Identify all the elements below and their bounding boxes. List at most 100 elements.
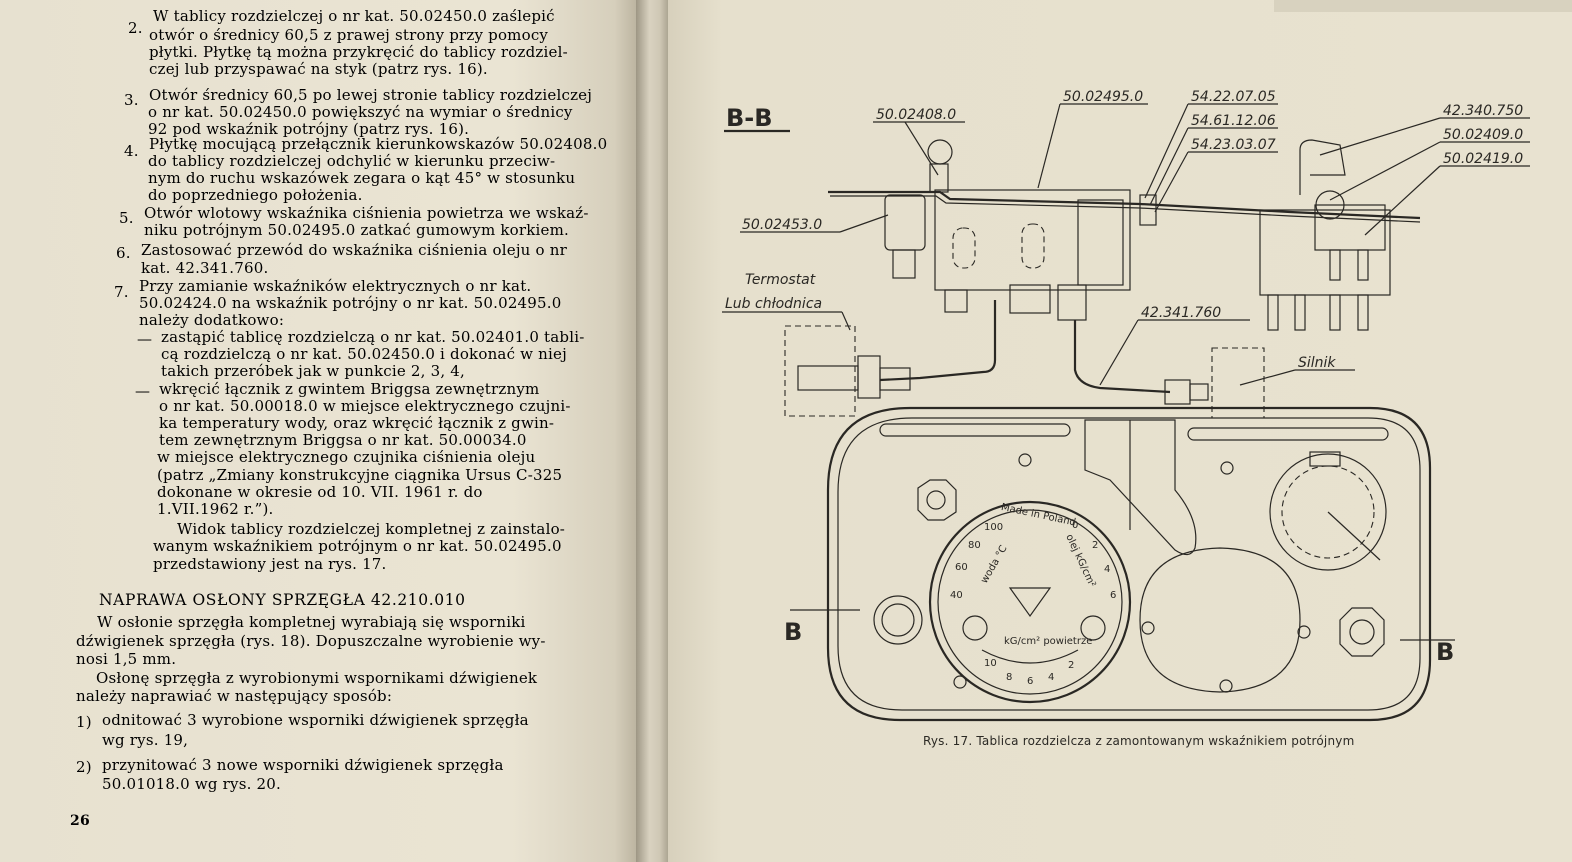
triple-gauge [928, 500, 1132, 704]
panel-front-view: Made in Poland 40 60 80 100 woda °C 0 2 … [790, 406, 1455, 722]
air-scale-arc [981, 649, 1079, 664]
left-page [0, 0, 640, 862]
section-marker-right: B [1436, 638, 1454, 666]
part-label: 54.22.07.05 [1191, 89, 1276, 105]
air-scale-2: 2 [1068, 660, 1074, 671]
step-number: 1) [76, 713, 92, 731]
paragraph-line: Przy zamianie wskaźników elektrycznych o… [139, 277, 532, 295]
ignition-nut [1339, 607, 1385, 657]
page-edge [1274, 0, 1572, 12]
water-scale-40: 40 [950, 590, 963, 601]
paragraph-line: przedstawiony jest na rys. 17. [153, 555, 387, 573]
light-switch [873, 595, 923, 645]
paragraph-line: odnitować 3 wyrobione wsporniki dźwigien… [102, 711, 529, 729]
ignition-hole [1349, 619, 1375, 645]
sensor-connector [879, 367, 911, 391]
paragraph-line: Zastosować przewód do wskaźnika ciśnieni… [141, 241, 567, 259]
ammeter-inner [1281, 465, 1375, 559]
paragraph-line: Płytkę mocującą przełącznik kierunkowska… [149, 135, 608, 153]
part-label: 54.61.12.06 [1191, 113, 1276, 129]
air-scale-4: 4 [1048, 672, 1054, 683]
oil-scale-6: 6 [1110, 590, 1116, 601]
panel-slot [879, 423, 1071, 437]
list-number: 5. [119, 209, 134, 227]
air-scale-10: 10 [984, 658, 997, 669]
fitting [1057, 284, 1087, 321]
sensor-nut [857, 355, 881, 399]
paragraph-line: takich przeróbek jak w punkcie 2, 3, 4, [161, 362, 465, 380]
paragraph-line: należy naprawiać w następujący sposób: [76, 687, 393, 705]
section-label: B-B [726, 104, 773, 132]
leader-lines [722, 103, 1530, 386]
paragraph-line: zastąpić tablicę rozdzielczą o nr kat. 5… [161, 328, 585, 346]
paragraph-line: W osłonie sprzęgła kompletnej wyrabiają … [97, 613, 526, 631]
paragraph-line: do tablicy rozdzielczej odchylić w kieru… [148, 152, 556, 170]
panel-plate-inner [830, 195, 1421, 223]
lamp-socket [892, 249, 916, 279]
paragraph-line: przynitować 3 nowe wsporniki dźwigienek … [102, 756, 504, 774]
paragraph-line: dźwigienek sprzęgła (rys. 18). Dopuszcza… [76, 632, 546, 650]
paragraph-line: Otwór wlotowy wskaźnika ciśnienia powiet… [144, 204, 589, 222]
paragraph-line: czej lub przyspawać na styk (patrz rys. … [149, 60, 488, 78]
light-switch-inner [881, 603, 915, 637]
list-number: 6. [116, 244, 131, 262]
lamp-lens [926, 490, 946, 510]
part-label: 50.02419.0 [1443, 151, 1523, 167]
sensor-body [797, 365, 859, 391]
termostat-box [784, 325, 856, 417]
gauge-rear [1077, 199, 1124, 286]
indicator-lamp [884, 194, 926, 251]
engine-fitting [1189, 383, 1209, 401]
water-scale-100: 100 [984, 522, 1003, 533]
lamp-hex [917, 479, 957, 521]
paragraph-line: o nr kat. 50.00018.0 w miejsce elektrycz… [159, 397, 571, 415]
page-number: 26 [70, 813, 90, 829]
gauge-knob [962, 615, 988, 641]
paragraph-line: dokonane w okresie od 10. VII. 1961 r. d… [157, 483, 483, 501]
paragraph-line: 1.VII.1962 r.”). [157, 500, 274, 518]
step-number: 2) [76, 758, 92, 776]
paragraph-line: o nr kat. 50.02450.0 powiększyć na wymia… [148, 103, 573, 121]
paragraph-line: W tablicy rozdzielczej o nr kat. 50.0245… [153, 7, 555, 25]
ammeter-needle [1327, 511, 1381, 561]
paragraph-line: Widok tablicy rozdzielczej kompletnej z … [177, 520, 566, 538]
part-label: 50.02495.0 [1063, 89, 1143, 105]
engine-box [1211, 347, 1265, 419]
gauge-made-in: Made in Poland [1000, 502, 1077, 529]
paragraph-line: niku potrójnym 50.02495.0 zatkać gumowym… [144, 221, 570, 239]
dash-mark: — [135, 382, 151, 400]
part-label: 42.340.750 [1443, 103, 1523, 119]
switch-knob [927, 139, 953, 165]
paragraph-line: 50.02424.0 na wskaźnik potrójny o nr kat… [139, 294, 562, 312]
paragraph-line: do poprzedniego położenia. [148, 186, 363, 204]
bulb-outline [952, 227, 976, 269]
part-label: 50.02408.0 [876, 107, 956, 123]
part-label: 42.341.760 [1141, 305, 1221, 321]
ammeter-terminal [1309, 451, 1341, 467]
water-label: woda °C [979, 544, 1010, 586]
paragraph-line: 50.01018.0 wg rys. 20. [102, 775, 281, 793]
termostat-label: Termostat [745, 272, 816, 288]
fitting [1009, 284, 1051, 314]
ignition-switch [1259, 209, 1391, 296]
panel-outline-inner [837, 417, 1421, 711]
panel-nut [1139, 194, 1157, 226]
paragraph-line: ka temperatury wody, oraz wkręcić łączni… [159, 414, 555, 432]
paragraph-line: tem zewnętrznym Briggsa o nr kat. 50.000… [159, 431, 527, 449]
dash-mark: — [137, 330, 153, 348]
engine-label: Silnik [1298, 355, 1336, 371]
oil-pipe [1073, 320, 1171, 394]
oil-scale-4: 4 [1104, 564, 1110, 575]
air-scale-8: 8 [1006, 672, 1012, 683]
part-label: 54.23.03.07 [1191, 137, 1276, 153]
paragraph-line: należy dodatkowo: [139, 311, 285, 329]
switch-lock [1315, 190, 1345, 220]
figure-caption: Rys. 17. Tablica rozdzielcza z zamontowa… [923, 734, 1355, 748]
part-label: 50.02409.0 [1443, 127, 1523, 143]
part-label: 50.02453.0 [742, 217, 822, 233]
paragraph-line: kat. 42.341.760. [141, 259, 269, 277]
paragraph-line: 92 pod wskaźnik potrójny (patrz rys. 16)… [148, 120, 470, 138]
switch-stem [929, 163, 949, 193]
air-label: kG/cm² powietrze [1004, 636, 1092, 647]
water-scale-60: 60 [955, 562, 968, 573]
